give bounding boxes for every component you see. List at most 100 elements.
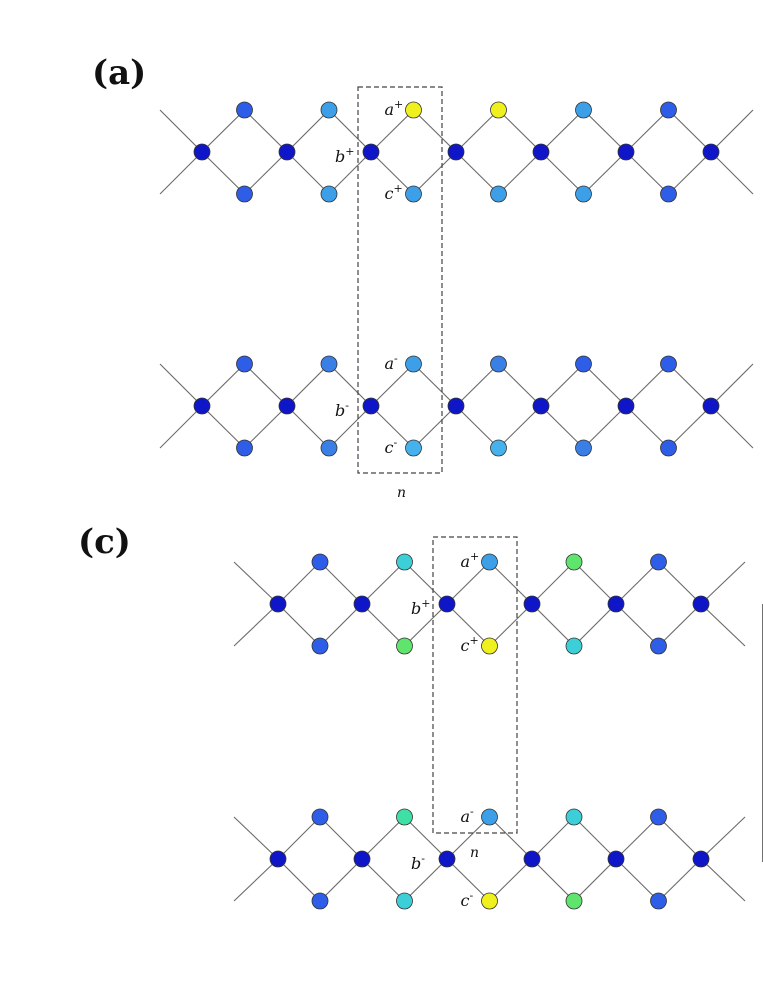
bond xyxy=(361,561,405,605)
a-site xyxy=(481,553,498,571)
bond xyxy=(446,603,490,647)
bond xyxy=(319,816,363,860)
a-site xyxy=(320,355,338,373)
a-site xyxy=(481,808,498,826)
panel-c-upper-chain: a+b+c+ xyxy=(233,550,746,655)
bond xyxy=(159,363,203,407)
a-site xyxy=(405,101,422,119)
bond xyxy=(413,405,457,449)
bond xyxy=(244,151,288,195)
label-b-site: b- xyxy=(411,852,425,873)
c-site xyxy=(311,637,329,655)
label-c-site: c- xyxy=(461,889,474,910)
a-site xyxy=(236,355,253,373)
panel-c-unit-cell-box xyxy=(432,536,518,834)
bond xyxy=(658,858,702,902)
bond xyxy=(583,151,627,195)
bond xyxy=(286,405,330,449)
bond xyxy=(700,603,746,647)
label-b-site: b+ xyxy=(411,597,430,618)
bond xyxy=(277,561,321,605)
bond xyxy=(413,363,457,407)
c-site xyxy=(320,185,338,203)
bond xyxy=(370,109,414,153)
label-b-site-sign: + xyxy=(421,597,430,610)
b-site xyxy=(523,850,541,868)
a-site xyxy=(575,101,592,119)
c-site xyxy=(481,637,498,655)
bond xyxy=(201,405,245,449)
bond xyxy=(573,858,617,902)
bond xyxy=(201,363,245,407)
bond xyxy=(159,109,203,153)
bond xyxy=(404,561,448,605)
bond xyxy=(455,109,499,153)
bond xyxy=(625,363,669,407)
label-c-site-sign: - xyxy=(469,889,473,902)
bond xyxy=(668,405,712,449)
c-site xyxy=(565,892,583,910)
bond xyxy=(446,561,490,605)
panel-c-cell-label: n xyxy=(470,845,479,861)
bond xyxy=(498,363,542,407)
bond xyxy=(498,405,542,449)
bond xyxy=(201,109,245,153)
label-c-site-sign: + xyxy=(393,182,402,195)
a-site xyxy=(650,808,667,826)
bond xyxy=(244,405,288,449)
bond xyxy=(625,405,669,449)
a-site xyxy=(660,101,677,119)
bond xyxy=(625,109,669,153)
label-b-site: b- xyxy=(335,399,349,420)
c-site xyxy=(650,892,667,910)
bond-lines xyxy=(233,816,746,902)
bond xyxy=(244,109,288,153)
bond xyxy=(319,561,363,605)
bond xyxy=(413,109,457,153)
c-site xyxy=(565,637,583,655)
c-site xyxy=(405,439,422,457)
bond-lines xyxy=(159,363,754,449)
bond xyxy=(668,109,712,153)
bond xyxy=(583,363,627,407)
c-site xyxy=(236,185,253,203)
bond xyxy=(625,151,669,195)
bond xyxy=(615,858,659,902)
bond xyxy=(277,858,321,902)
bond xyxy=(700,858,746,902)
label-c-site-sign: + xyxy=(469,634,478,647)
label-b-site-sign: + xyxy=(345,145,354,158)
bond xyxy=(233,858,279,902)
bond xyxy=(700,561,746,605)
b-site xyxy=(617,397,635,415)
bond xyxy=(233,561,279,605)
c-site xyxy=(490,185,507,203)
bond xyxy=(319,603,363,647)
label-b-site-sign: - xyxy=(345,399,349,412)
label-c-site: c+ xyxy=(385,182,403,203)
label-c-site: c+ xyxy=(461,634,479,655)
label-a-site: a- xyxy=(385,352,399,373)
c-site xyxy=(481,892,498,910)
b-site xyxy=(523,595,541,613)
bond xyxy=(710,363,754,407)
c-site xyxy=(650,637,667,655)
label-b-site: b+ xyxy=(335,145,354,166)
bond xyxy=(328,151,372,195)
label-a-site-sign: + xyxy=(470,550,479,563)
a-site xyxy=(565,553,583,571)
c-site xyxy=(575,439,592,457)
panel-a: (a) a+b+c+ a-b-c- n xyxy=(92,53,754,501)
a-site xyxy=(396,808,413,826)
bond xyxy=(361,816,405,860)
bond xyxy=(573,816,617,860)
bond xyxy=(489,858,533,902)
b-site xyxy=(438,595,456,613)
bond xyxy=(668,363,712,407)
bond xyxy=(328,405,372,449)
b-site xyxy=(269,595,287,613)
label-a-site-sign: - xyxy=(470,805,474,818)
bond xyxy=(700,816,746,860)
label-c-site: c- xyxy=(385,436,398,457)
